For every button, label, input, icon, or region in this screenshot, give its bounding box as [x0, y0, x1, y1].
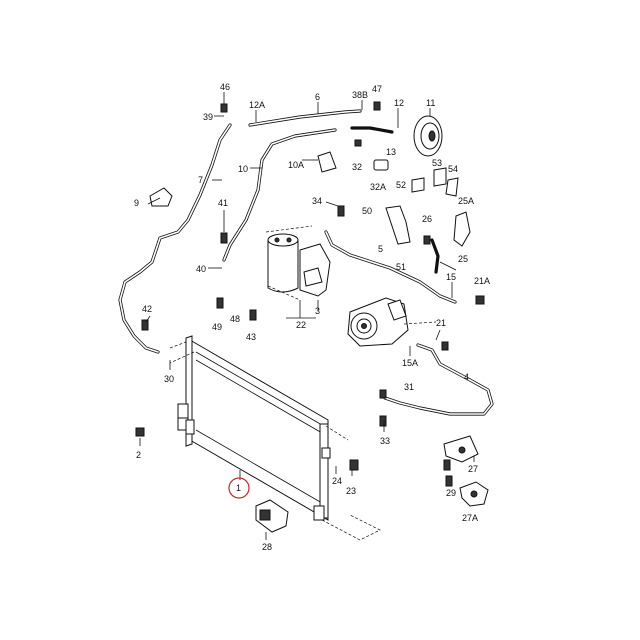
label-10A: 10A — [288, 160, 304, 170]
label-3: 3 — [315, 306, 320, 316]
label-47: 47 — [372, 84, 382, 94]
label-46: 46 — [220, 82, 230, 92]
bracket-50 — [385, 205, 411, 245]
label-29: 29 — [446, 488, 456, 498]
highlight-circle — [228, 477, 250, 499]
compressor-clutch-11 — [413, 115, 443, 157]
label-22: 22 — [296, 320, 306, 330]
label-33: 33 — [380, 436, 390, 446]
hose-lines — [118, 109, 494, 416]
label-21: 21 — [436, 318, 446, 328]
compressor — [347, 297, 437, 347]
label-24: 24 — [332, 476, 342, 486]
hose-25 — [430, 238, 440, 274]
label-23: 23 — [346, 486, 356, 496]
label-9: 9 — [134, 198, 139, 208]
label-40: 40 — [196, 264, 206, 274]
bracket-25A — [453, 211, 471, 247]
label-1: 1 — [236, 483, 241, 493]
label-31: 31 — [404, 382, 414, 392]
label-26: 26 — [422, 214, 432, 224]
label-4: 4 — [464, 372, 469, 382]
label-10: 10 — [238, 164, 248, 174]
receiver-drier — [265, 225, 331, 301]
label-27A: 27A — [462, 513, 478, 523]
label-51: 51 — [396, 262, 406, 272]
label-15A: 15A — [402, 358, 418, 368]
label-13: 13 — [386, 147, 396, 157]
bracket-27 — [443, 435, 479, 463]
label-49: 49 — [212, 322, 222, 332]
label-2: 2 — [136, 450, 141, 460]
label-32A: 32A — [370, 182, 386, 192]
label-41: 41 — [218, 198, 228, 208]
label-12A: 12A — [249, 100, 265, 110]
label-34: 34 — [312, 196, 322, 206]
bolts — [135, 101, 485, 487]
label-27: 27 — [468, 464, 478, 474]
label-30: 30 — [164, 374, 174, 384]
label-42: 42 — [142, 304, 152, 314]
leader-lines — [139, 92, 475, 540]
label-50: 50 — [362, 206, 372, 216]
label-6: 6 — [315, 92, 320, 102]
label-5: 5 — [378, 244, 383, 254]
bracket-27A — [459, 481, 489, 507]
pressure-switch-28 — [255, 499, 289, 533]
label-25: 25 — [458, 254, 468, 264]
label-54: 54 — [448, 164, 458, 174]
label-48: 48 — [230, 314, 240, 324]
hose-13 — [350, 126, 394, 134]
label-52: 52 — [396, 180, 406, 190]
label-39: 39 — [203, 112, 213, 122]
callout-labels: 46 39 12A 6 38B 47 12 11 10A 32 13 53 54… — [134, 82, 490, 552]
label-32: 32 — [352, 162, 362, 172]
label-38B: 38B — [352, 90, 368, 100]
label-43: 43 — [246, 332, 256, 342]
clip-9 — [149, 187, 173, 207]
label-7: 7 — [198, 175, 203, 185]
label-25A: 25A — [458, 196, 474, 206]
label-15: 15 — [446, 272, 456, 282]
label-21A: 21A — [474, 276, 490, 286]
clips-52-54 — [411, 167, 459, 197]
grommet-32A — [373, 159, 389, 171]
label-11: 11 — [426, 98, 435, 108]
label-53: 53 — [432, 158, 442, 168]
label-28: 28 — [262, 542, 272, 552]
label-12: 12 — [394, 98, 404, 108]
bracket-10A — [317, 151, 337, 173]
condenser — [169, 335, 381, 541]
